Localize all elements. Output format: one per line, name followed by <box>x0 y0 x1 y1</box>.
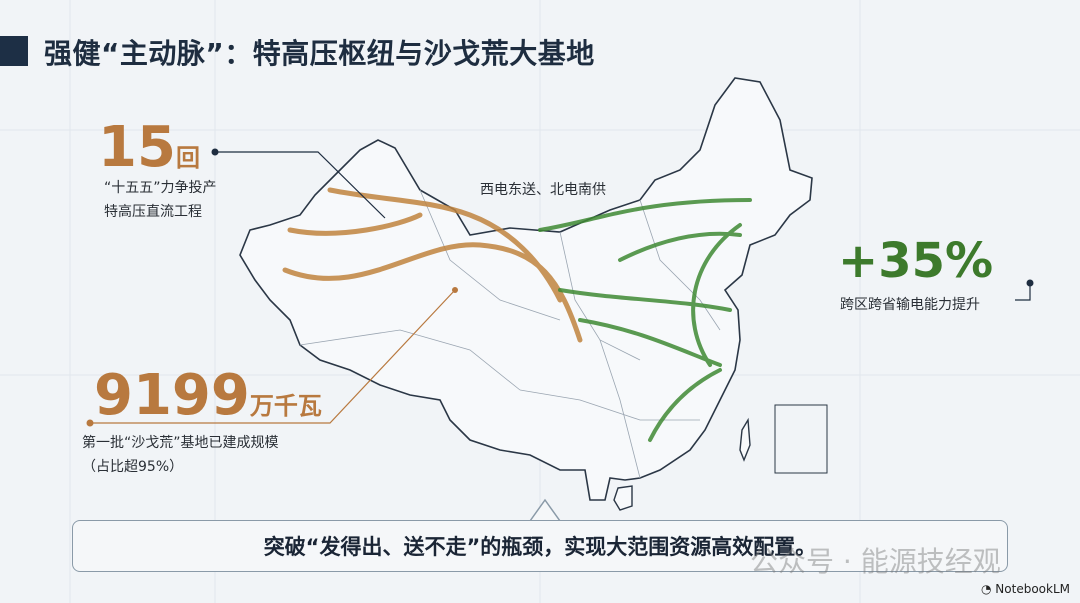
taiwan-outline <box>739 417 751 462</box>
leader-line-35 <box>1015 279 1034 301</box>
north-to-south-arrows <box>538 198 752 442</box>
notebooklm-icon: ◔ <box>981 582 996 596</box>
title-accent-bar <box>0 36 28 66</box>
stat-9199: 9199万千瓦 <box>94 366 322 436</box>
china-map-outline <box>239 77 813 501</box>
stat-unit: 回 <box>175 144 200 172</box>
stat-35-label: 跨区跨省输电能力提升 <box>840 297 980 313</box>
stat-unit: 万千瓦 <box>249 392 322 420</box>
west-to-east-arrows <box>282 187 583 343</box>
callout-notch <box>528 498 562 522</box>
page-title: 强健“主动脉”：特高压枢纽与沙戈荒大基地 <box>44 37 595 70</box>
stat-value: 15 <box>98 115 176 180</box>
hainan-outline <box>613 485 633 511</box>
watermark: 公众号 · 能源技经观 <box>750 545 1001 578</box>
callout-text: 突破“发得出、送不走”的瓶颈，实现大范围资源高效配置。 <box>263 535 817 559</box>
stat-value: 9199 <box>94 363 250 428</box>
leader-line-15 <box>211 148 386 219</box>
stat-15: 15回 <box>98 118 200 188</box>
brand-label: ◔ NotebookLM <box>981 582 1070 596</box>
label-line: （占比超95%） <box>82 459 184 475</box>
label-line: 第一批“沙戈荒”基地已建成规模 <box>82 435 279 451</box>
south-sea-inset <box>774 404 828 474</box>
brand-text: NotebookLM <box>995 582 1070 596</box>
label-line: 特高压直流工程 <box>104 204 202 220</box>
callout-box: 突破“发得出、送不走”的瓶颈，实现大范围资源高效配置。 <box>72 520 1008 572</box>
map-label: 西电东送、北电南供 <box>480 182 606 198</box>
leader-line-9199 <box>86 287 458 427</box>
stat-35-percent: +35% <box>838 233 994 289</box>
stat-15-label: “十五五”力争投产 特高压直流工程 <box>104 176 217 224</box>
stat-9199-label: 第一批“沙戈荒”基地已建成规模 （占比超95%） <box>82 431 279 479</box>
label-line: “十五五”力争投产 <box>104 180 217 196</box>
